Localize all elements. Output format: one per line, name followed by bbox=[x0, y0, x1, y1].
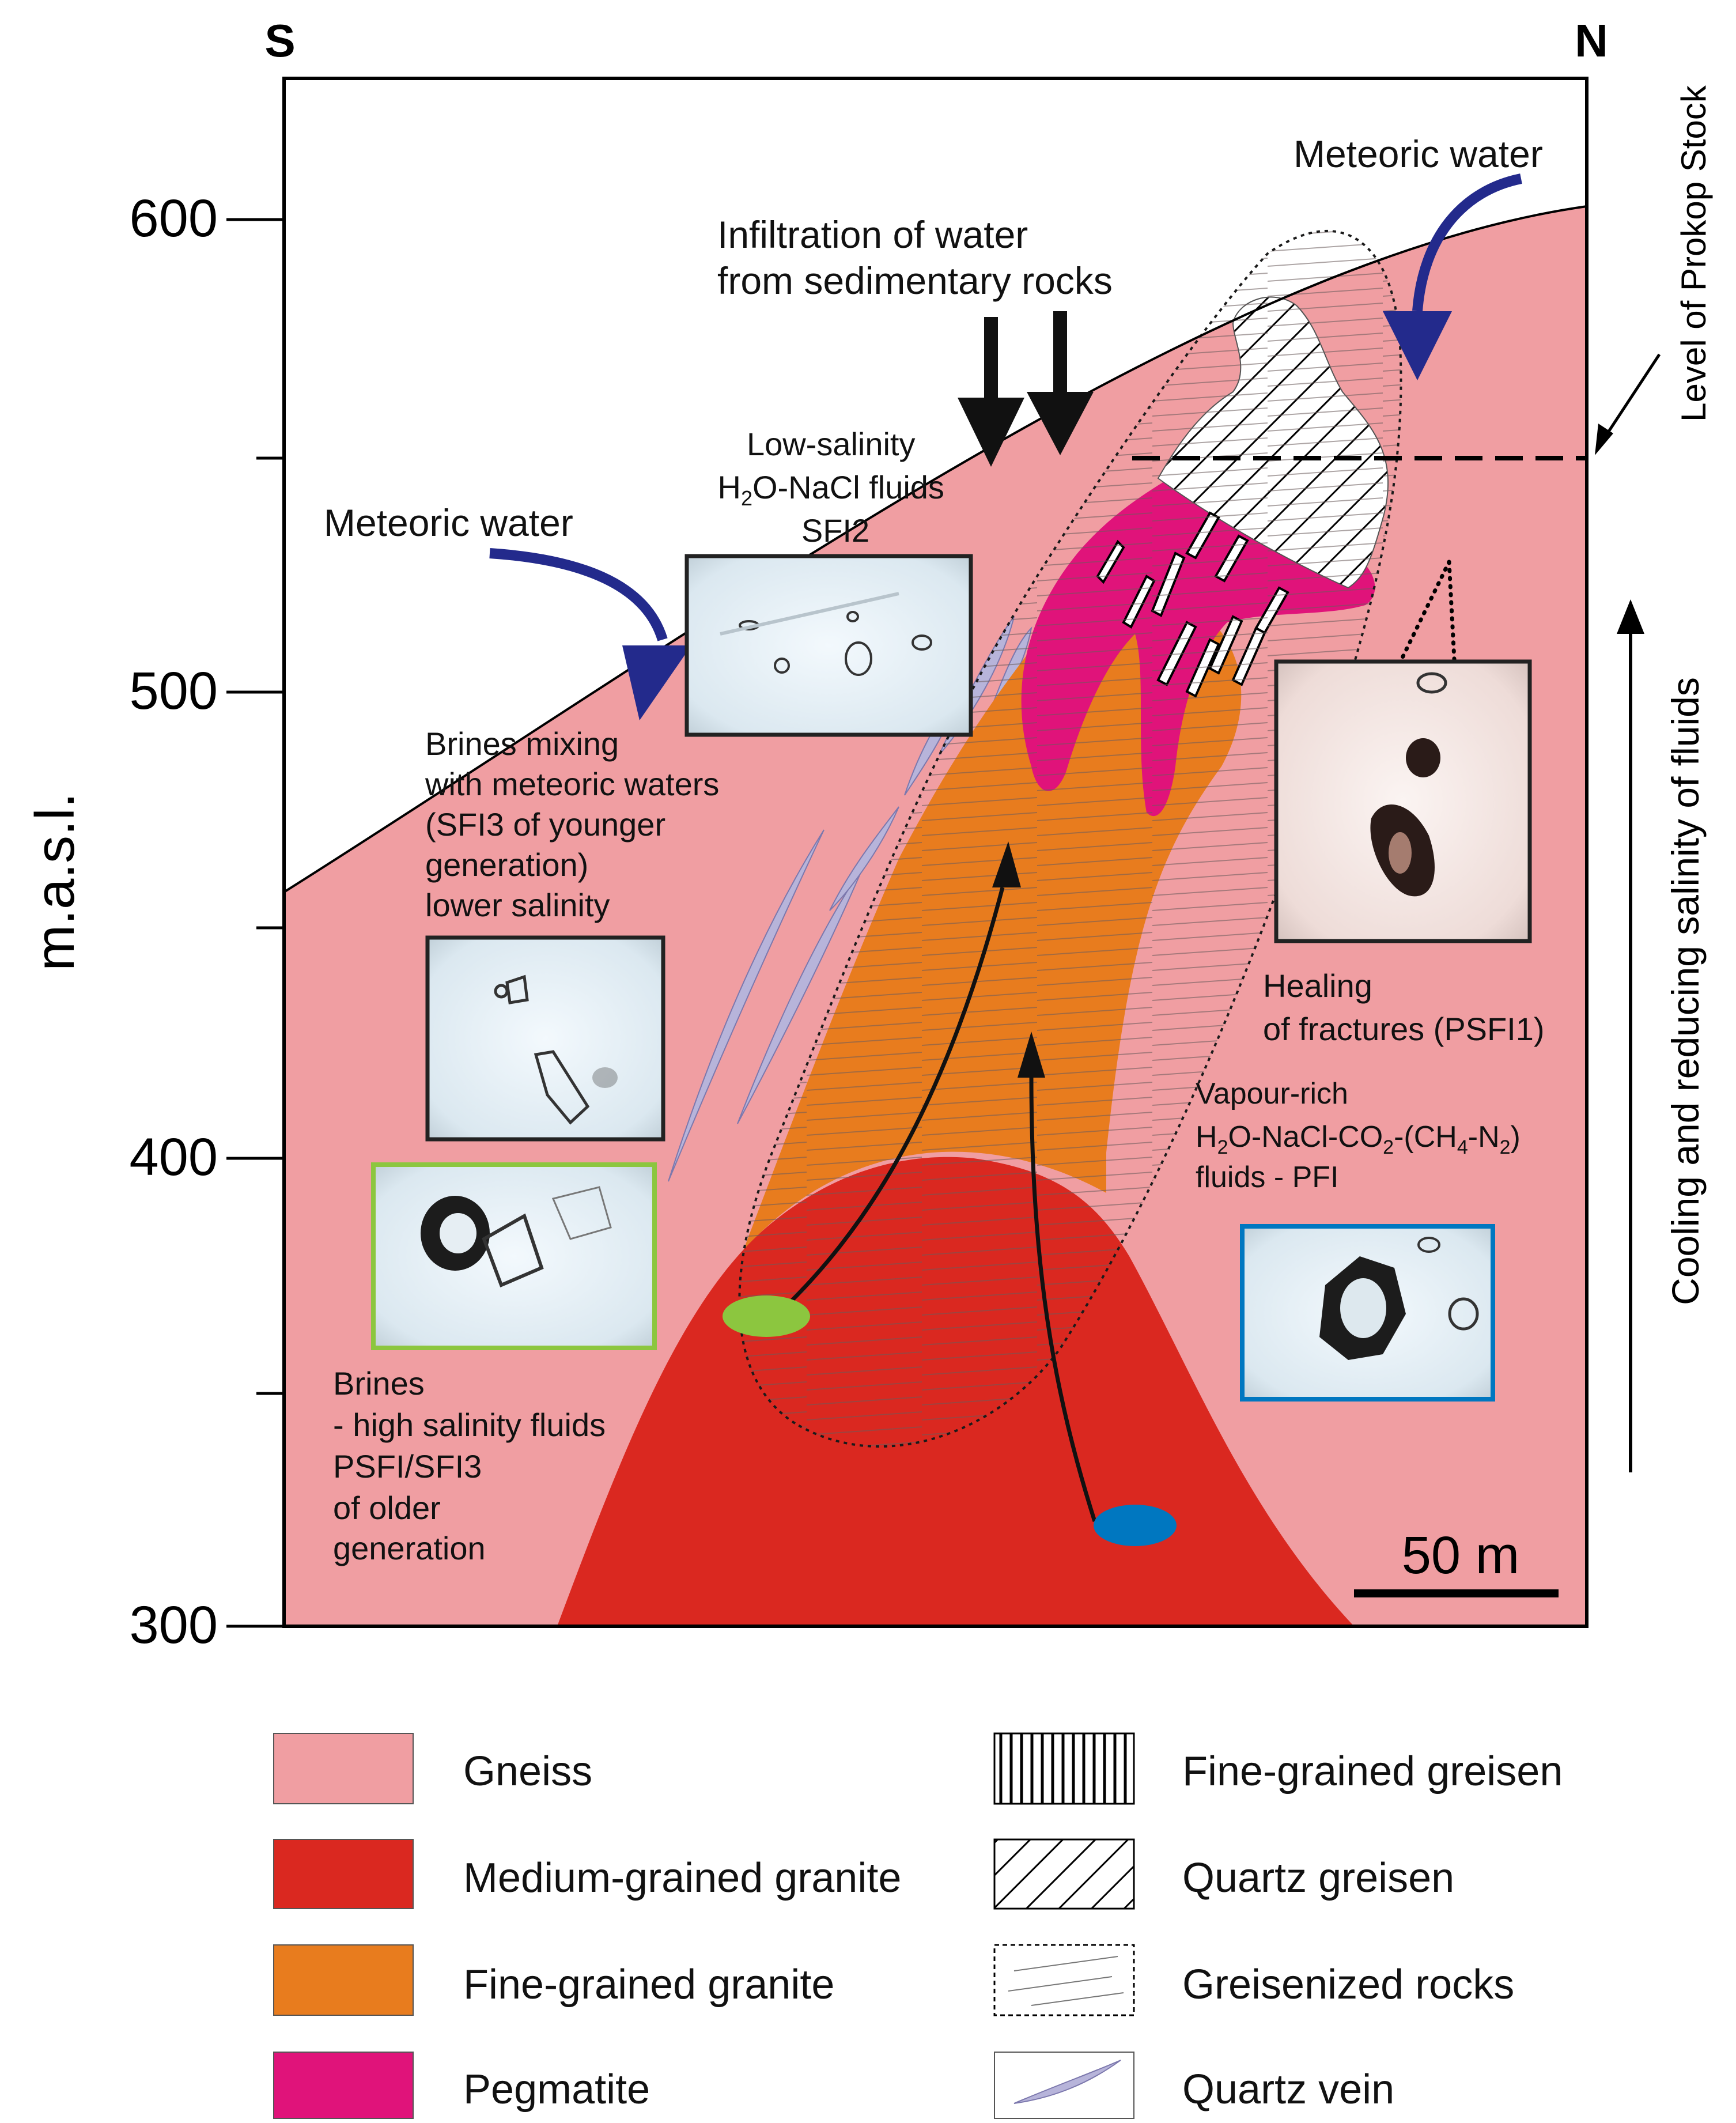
axis-label: m.a.s.l. bbox=[24, 792, 86, 970]
healing-fractures-label: Healing of fractures (PSFI1) bbox=[1263, 968, 1545, 1047]
fluid-path-blue bbox=[1029, 1077, 1097, 1523]
tick-label-600: 600 bbox=[130, 189, 218, 248]
tick-label-500: 500 bbox=[130, 662, 218, 720]
prokop-pointer-arrow bbox=[1599, 353, 1661, 445]
vapour-rich-label: Vapour-rich H2O-NaCl-CO2-(CH4-N2) fluids… bbox=[1196, 1077, 1529, 1194]
legend-label-fine-greisen: Fine-grained greisen bbox=[1182, 1748, 1563, 1795]
legend-label-quartz-greisen: Quartz greisen bbox=[1182, 1855, 1454, 1901]
legend-swatch-quartz-greisen bbox=[993, 1838, 1135, 1910]
legend: Gneiss Medium-grained granite Fine-grain… bbox=[273, 1732, 1563, 2119]
legend-label-gneiss: Gneiss bbox=[463, 1748, 592, 1795]
inclusion-marker-green bbox=[723, 1295, 810, 1337]
legend-swatch-fine-granite bbox=[273, 1944, 414, 2016]
tick-label-400: 400 bbox=[130, 1128, 218, 1187]
legend-swatch-gneiss bbox=[273, 1733, 414, 1804]
meteoric-water-label-left: Meteoric water bbox=[324, 501, 573, 544]
micrograph-sfi3-older bbox=[371, 1162, 657, 1350]
legend-swatch-quartz-vein bbox=[994, 2052, 1134, 2119]
brines-mixing-label: Brines mixing with meteoric waters (SFI3… bbox=[425, 726, 728, 923]
brines-high-salinity-label: Brines - high salinity fluids PSFI/SFI3 … bbox=[333, 1365, 615, 1566]
infiltration-arrowhead bbox=[958, 398, 1024, 467]
legend-swatch-fine-greisen bbox=[993, 1732, 1135, 1805]
tick-label-300: 300 bbox=[130, 1596, 218, 1654]
meteoric-arrowhead-right bbox=[1383, 311, 1452, 380]
fluid-path-green bbox=[770, 887, 1005, 1321]
meteoric-arrow-right bbox=[1412, 173, 1522, 312]
quartz-vein bbox=[668, 829, 824, 1182]
legend-swatch-pegmatite bbox=[273, 2052, 414, 2119]
legend-swatch-greisenized bbox=[993, 1944, 1135, 2016]
legend-label-fine-granite: Fine-grained granite bbox=[463, 1962, 834, 2008]
low-salinity-label: Low-salinity H2O-NaCl fluids SFI2 bbox=[717, 426, 953, 549]
quartz-vein bbox=[829, 806, 899, 911]
inclusion-marker-blue bbox=[1094, 1505, 1177, 1546]
micrograph-pfi bbox=[1240, 1224, 1495, 1402]
micrograph-sfi2 bbox=[684, 554, 973, 737]
legend-swatch-medium-granite bbox=[273, 1839, 414, 1909]
meteoric-arrow-left bbox=[489, 548, 668, 641]
surface-line bbox=[283, 205, 1587, 893]
legend-label-greisenized: Greisenized rocks bbox=[1182, 1962, 1514, 2008]
section-frame bbox=[282, 77, 1589, 1628]
fluid-path-green-arrowhead bbox=[992, 841, 1021, 887]
infiltration-label: Infiltration of water from sedimentary r… bbox=[717, 213, 1113, 302]
micrograph-sfi3-younger bbox=[425, 935, 665, 1142]
legend-label-medium-granite: Medium-grained granite bbox=[463, 1855, 901, 1901]
infiltration-arrowhead bbox=[1027, 392, 1094, 455]
legend-label-quartz-vein: Quartz vein bbox=[1182, 2067, 1394, 2113]
prokop-pointer-arrowhead bbox=[1595, 424, 1613, 455]
fluid-path-blue-arrowhead bbox=[1018, 1032, 1045, 1078]
meteoric-water-label-right: Meteoric water bbox=[1294, 133, 1543, 175]
scale-bar-label: 50 m bbox=[1402, 1526, 1520, 1585]
elevation-axis bbox=[226, 218, 284, 1628]
micrograph-psfi1 bbox=[1274, 659, 1532, 943]
legend-label-pegmatite: Pegmatite bbox=[463, 2067, 650, 2113]
cooling-label: Cooling and reducing salinity of fluids bbox=[1664, 677, 1707, 1305]
cooling-arrowhead bbox=[1617, 599, 1644, 634]
prokop-level-label: Level of Prokop Stock bbox=[1674, 85, 1713, 422]
south-label: S bbox=[264, 15, 295, 66]
north-label: N bbox=[1575, 15, 1608, 66]
meteoric-arrowhead-left bbox=[622, 645, 691, 720]
